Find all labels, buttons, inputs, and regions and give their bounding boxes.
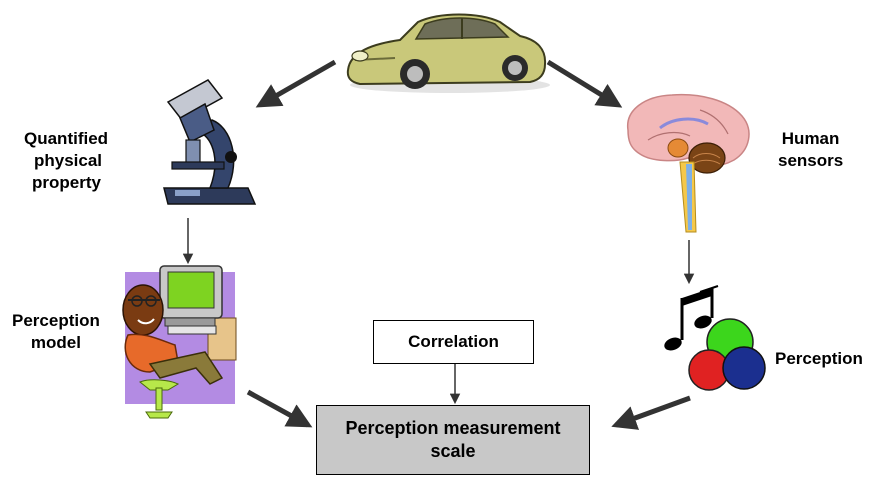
perception-model-line-1: Perception xyxy=(12,311,100,330)
microscope-icon xyxy=(163,79,257,205)
human-sensors-line-2: sensors xyxy=(778,151,844,170)
arrow-car-to-brain xyxy=(546,59,623,108)
quantified-line-2: physical xyxy=(34,151,103,170)
perception-text: Perception xyxy=(775,349,863,368)
perception-measurement-scale-box: Perception measurement scale xyxy=(316,405,590,475)
human-sensors-line-1: Human xyxy=(781,129,840,148)
human-sensors-label: Human sensors xyxy=(778,128,843,172)
brain-icon xyxy=(627,93,750,233)
correlation-box: Correlation xyxy=(373,320,534,364)
sports-car-icon xyxy=(346,13,550,93)
quantified-line-3: property xyxy=(32,173,101,192)
perception-label: Perception xyxy=(775,348,863,370)
perception-model-label: Perception model xyxy=(12,310,100,354)
arrow-model-to-scale xyxy=(246,389,313,428)
quantified-line-1: Quantified xyxy=(24,129,109,148)
quantified-physical-property-label: Quantified physical property xyxy=(24,128,108,194)
music-notes-color-circles-icon xyxy=(664,285,766,391)
scale-line-2: scale xyxy=(430,441,476,461)
arrow-perception-to-scale xyxy=(611,395,691,430)
correlation-text: Correlation xyxy=(408,332,499,351)
arrow-car-to-microscope xyxy=(255,59,337,108)
perception-model-line-2: model xyxy=(30,333,81,352)
person-at-computer-icon xyxy=(122,265,237,419)
scale-line-1: Perception measurement xyxy=(345,418,561,438)
